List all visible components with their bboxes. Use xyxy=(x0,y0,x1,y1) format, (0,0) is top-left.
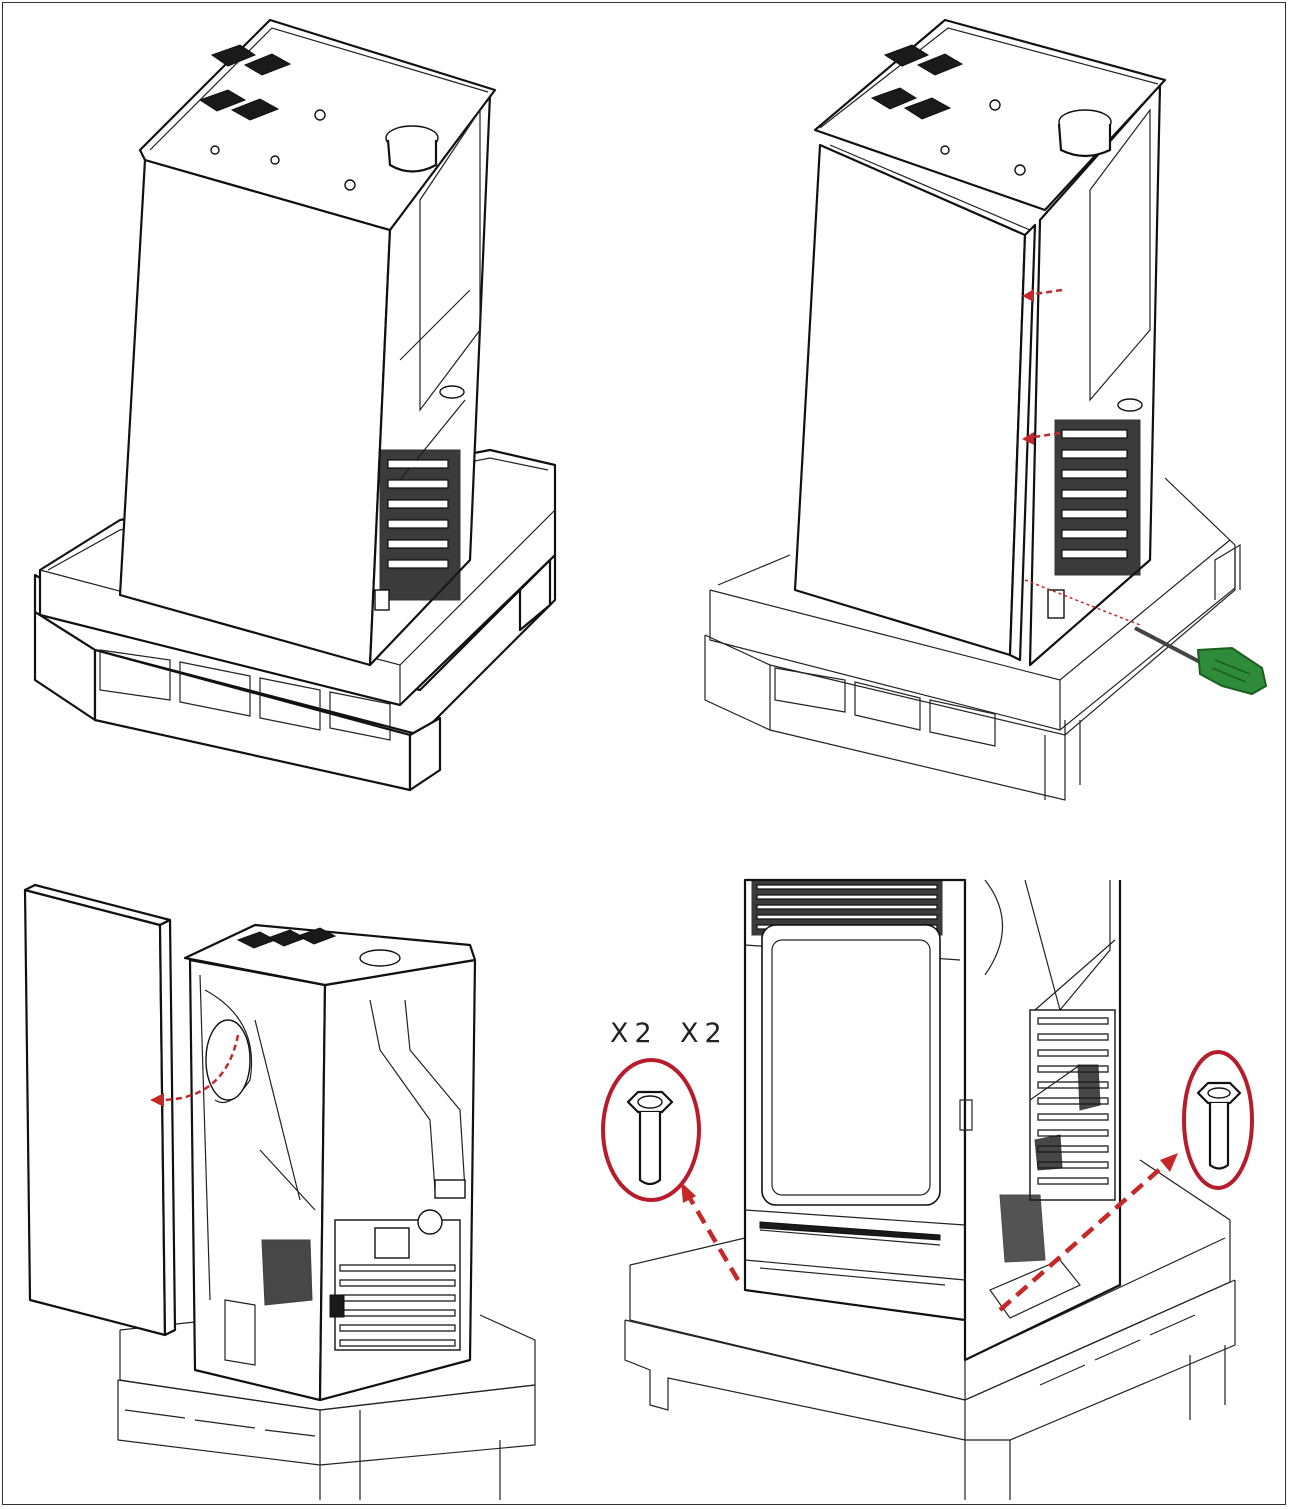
screw-arrow-1 xyxy=(1027,288,1063,297)
detach-arrow xyxy=(159,1034,240,1102)
bolt-circle-right xyxy=(1182,1050,1254,1190)
stove-3 xyxy=(183,923,477,1402)
bolt-icon xyxy=(1196,1081,1242,1170)
stove-2 xyxy=(793,18,1167,667)
quantity-label-right: X2 xyxy=(680,1018,728,1049)
stove-1 xyxy=(118,18,497,667)
stove-4 xyxy=(743,878,1122,1362)
tray-2 xyxy=(709,477,1236,731)
bolt-arrow-left-head xyxy=(681,1182,696,1203)
bolt-arrow-right-head xyxy=(1160,1153,1178,1172)
bolt-arrow-right xyxy=(998,1160,1170,1312)
screw-line xyxy=(1024,579,1141,626)
screw-arrow-2-head xyxy=(1022,432,1034,445)
screw-arrow-1-head xyxy=(1022,289,1034,302)
screwdriver-icon xyxy=(1134,626,1268,696)
bolt-arrow-left xyxy=(686,1193,740,1282)
screw-arrow-2 xyxy=(1027,431,1061,440)
quantity-label-left: X2 xyxy=(610,1018,658,1049)
detach-arrow-head xyxy=(150,1093,164,1107)
detached-side-panel xyxy=(23,883,177,1337)
bolt-circle-left xyxy=(601,1058,701,1202)
bolt-icon xyxy=(626,1090,674,1186)
